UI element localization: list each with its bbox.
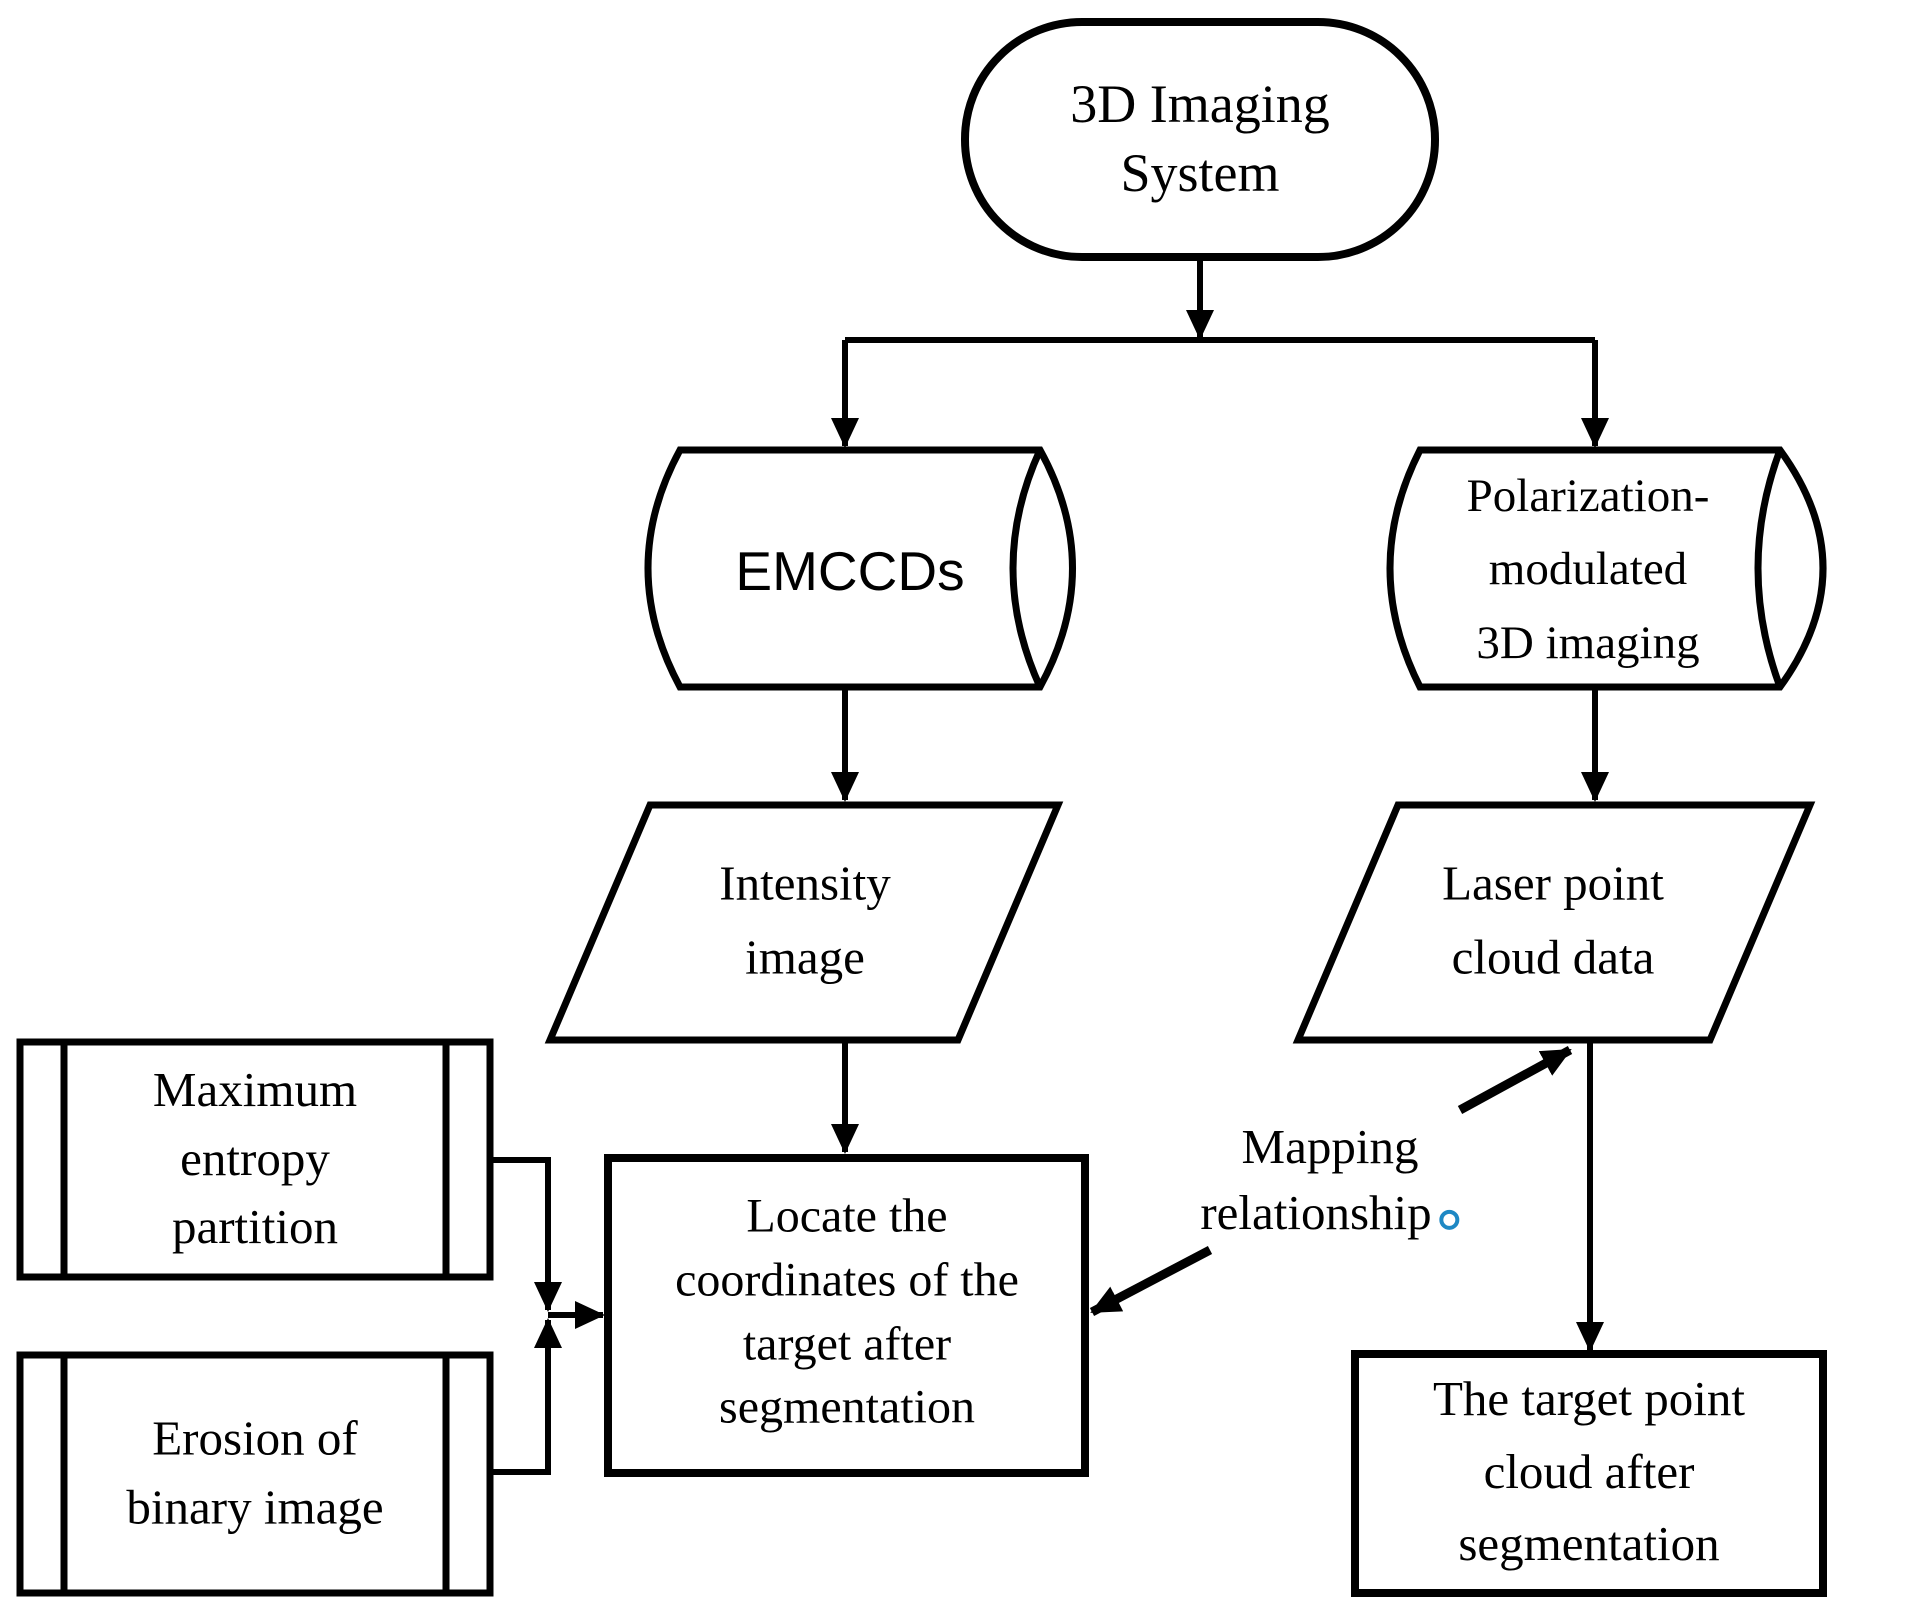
cylinder-emccds-endcap <box>1009 448 1044 689</box>
predefined-erosion-shape <box>16 1351 494 1597</box>
arrow-mapping-to-laser <box>1457 1046 1573 1114</box>
annotation-mapping-text: Mapping relationship <box>1200 1118 1432 1240</box>
rect-target-point-cloud-shape <box>1351 1350 1827 1597</box>
edge-erosion-to-junction <box>490 1318 562 1475</box>
rect-locate-coordinates-shape <box>604 1154 1089 1477</box>
parallelogram-laser-point-cloud-shape <box>1292 801 1816 1044</box>
edge-max-entropy-to-junction <box>490 1157 562 1312</box>
node-label-intensity-image: Intensity image <box>719 855 891 985</box>
node-label-locate-coordinates: Locate the coordinates of the target aft… <box>675 1189 1019 1434</box>
node-label-polarization-modulated: Polarization- modulated 3D imaging <box>1466 470 1710 669</box>
stadium-3d-imaging-system-shape <box>961 18 1439 261</box>
node-label-3d-imaging-system: 3D Imaging System <box>1070 73 1330 203</box>
node-label-erosion-binary: Erosion of binary image <box>126 1410 384 1534</box>
predefined-max-entropy-shape <box>16 1038 494 1281</box>
node-label-laser-point-cloud: Laser point cloud data <box>1442 855 1664 985</box>
annotation-mapping-relationship: Mapping relationship <box>1200 1114 1460 1246</box>
predefined-max-entropy-sidebars <box>60 1042 450 1277</box>
ideographic-period-mark <box>1439 1210 1460 1230</box>
cylinder-polarization-endcap <box>1754 448 1784 689</box>
node-label-emccds: EMCCDs <box>735 540 965 603</box>
predefined-erosion-sidebars <box>60 1355 450 1593</box>
node-label-maximum-entropy: Maximum entropy partition <box>152 1062 358 1255</box>
arrow-mapping-to-locate <box>1089 1246 1213 1316</box>
node-label-target-point-cloud: The target point cloud after segmentatio… <box>1432 1371 1746 1572</box>
parallelogram-intensity-image-shape <box>544 801 1064 1044</box>
